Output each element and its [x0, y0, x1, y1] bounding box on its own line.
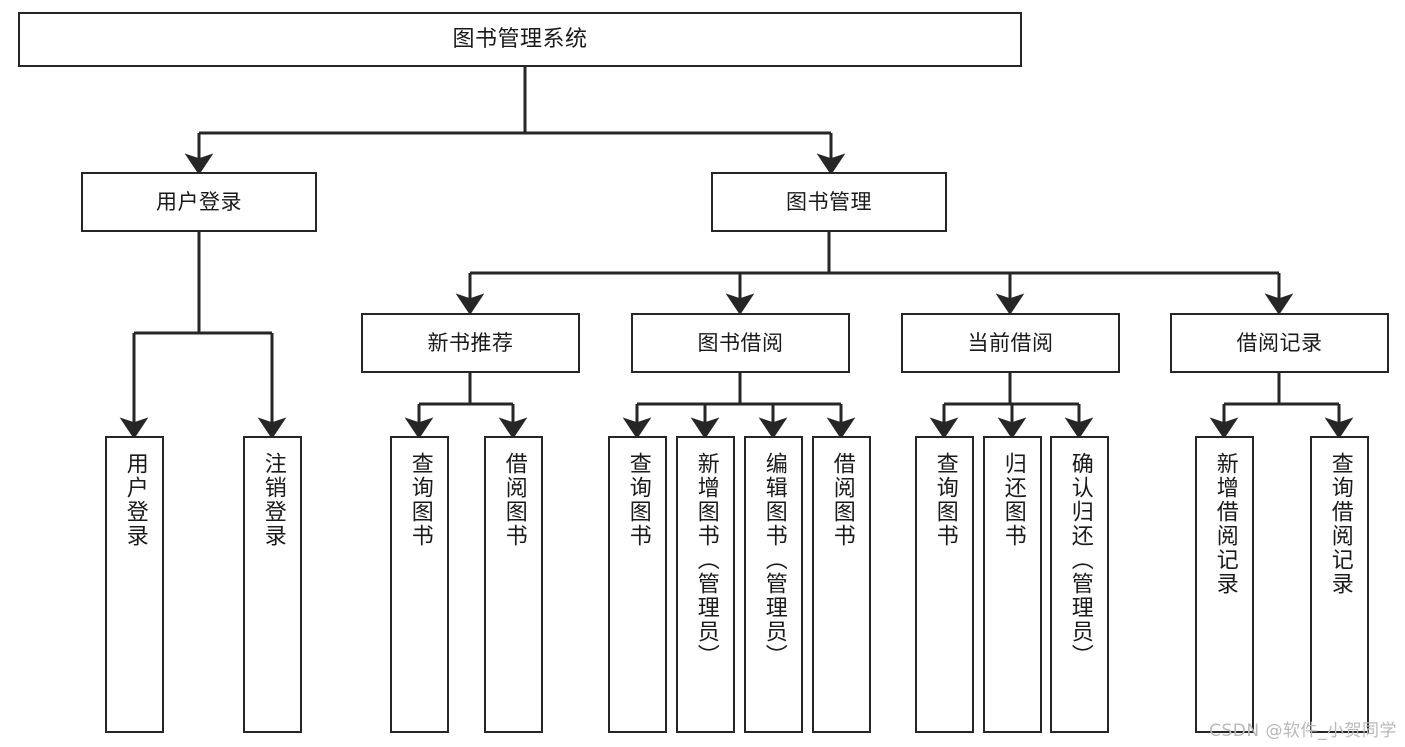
node-borrow-record[interactable]: 借阅记录 [1170, 313, 1389, 373]
node-leaf-user-login-label: 用户登录 [122, 452, 148, 548]
node-leaf-return-book[interactable]: 归还图书 [983, 436, 1042, 733]
node-leaf-return-book-label: 归还图书 [1000, 452, 1026, 548]
node-current-borrow[interactable]: 当前借阅 [901, 313, 1120, 373]
node-leaf-query-book-newbook[interactable]: 查询图书 [390, 436, 449, 733]
node-leaf-logout-label: 注销登录 [260, 452, 286, 548]
node-leaf-query-book-current[interactable]: 查询图书 [915, 436, 974, 733]
node-root-label: 图书管理系统 [452, 26, 588, 52]
node-book-borrow[interactable]: 图书借阅 [631, 313, 850, 373]
node-leaf-query-book-newbook-label: 查询图书 [407, 452, 433, 548]
node-current-borrow-label: 当前借阅 [967, 330, 1054, 355]
node-book-borrow-label: 图书借阅 [697, 330, 784, 355]
node-leaf-add-book-admin[interactable]: 新增图书（管理员） [676, 436, 735, 733]
node-user-login-label: 用户登录 [156, 189, 242, 214]
node-book-manage-label: 图书管理 [786, 189, 872, 214]
node-leaf-edit-book-admin[interactable]: 编辑图书（管理员） [744, 436, 803, 733]
node-leaf-user-login[interactable]: 用户登录 [105, 436, 164, 733]
node-leaf-edit-book-admin-label: 编辑图书（管理员） [761, 452, 787, 668]
node-leaf-add-borrow-record-label: 新增借阅记录 [1212, 452, 1238, 596]
node-leaf-add-book-admin-label: 新增图书（管理员） [693, 452, 719, 668]
node-leaf-query-book-borrow-label: 查询图书 [625, 452, 651, 548]
node-book-manage[interactable]: 图书管理 [711, 172, 947, 232]
watermark-text: CSDN @软件_小贺同学 [1209, 721, 1397, 741]
node-new-book-recommend-label: 新书推荐 [427, 330, 514, 355]
node-leaf-query-book-borrow[interactable]: 查询图书 [608, 436, 667, 733]
node-leaf-add-borrow-record[interactable]: 新增借阅记录 [1195, 436, 1254, 733]
node-leaf-query-borrow-record-label: 查询借阅记录 [1327, 452, 1353, 596]
node-leaf-borrow-book[interactable]: 借阅图书 [812, 436, 871, 733]
node-user-login[interactable]: 用户登录 [81, 172, 317, 232]
node-leaf-query-book-current-label: 查询图书 [932, 452, 958, 548]
node-leaf-query-borrow-record[interactable]: 查询借阅记录 [1310, 436, 1369, 733]
node-leaf-borrow-book-label: 借阅图书 [829, 452, 855, 548]
node-borrow-record-label: 借阅记录 [1236, 330, 1323, 355]
node-leaf-confirm-return-admin-label: 确认归还（管理员） [1067, 452, 1093, 668]
node-leaf-logout[interactable]: 注销登录 [243, 436, 302, 733]
node-leaf-confirm-return-admin[interactable]: 确认归还（管理员） [1050, 436, 1109, 733]
node-leaf-borrow-book-newbook[interactable]: 借阅图书 [484, 436, 543, 733]
node-root[interactable]: 图书管理系统 [18, 12, 1022, 67]
node-leaf-borrow-book-newbook-label: 借阅图书 [501, 452, 527, 548]
node-new-book-recommend[interactable]: 新书推荐 [361, 313, 580, 373]
